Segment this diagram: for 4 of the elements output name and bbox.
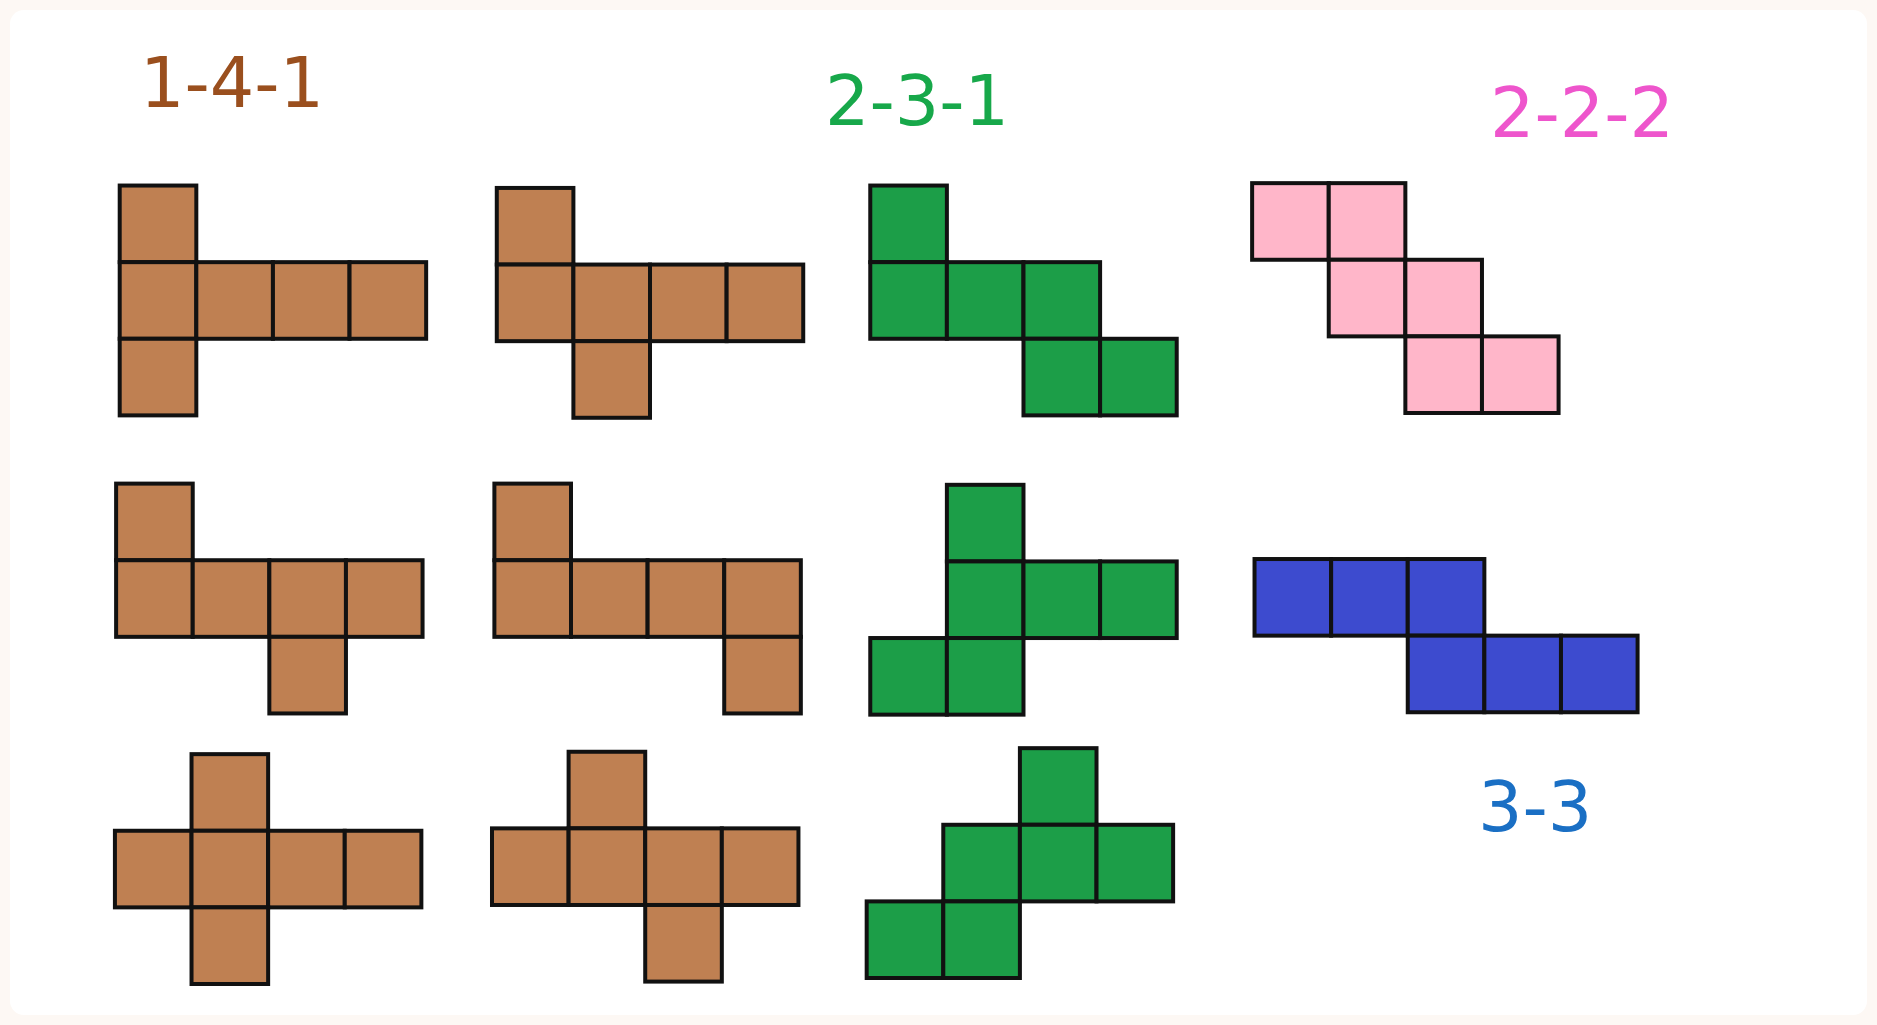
net-type-label: 1-4-1: [140, 48, 325, 118]
net-type-label: 2-3-1: [825, 66, 1010, 136]
net-type-label: 2-2-2: [1490, 78, 1675, 148]
net-type-label: 3-3: [1478, 772, 1593, 842]
